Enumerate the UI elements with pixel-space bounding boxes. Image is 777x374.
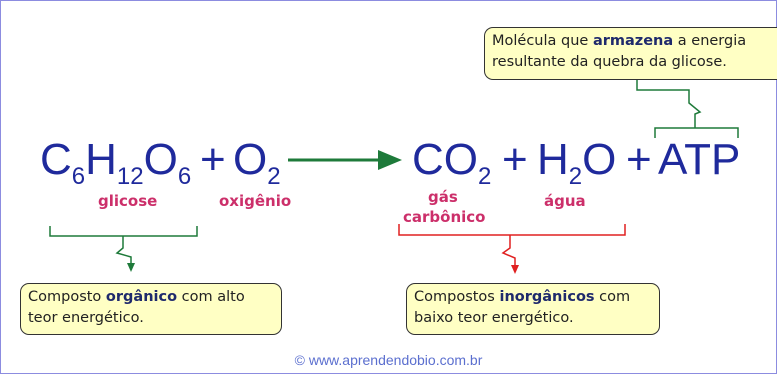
glucose-bracket	[49, 226, 198, 237]
organic-compound-box: Composto orgânico com alto teor energéti…	[20, 283, 282, 335]
atp-formula: ATP	[658, 135, 741, 184]
co2-label-line1: gás	[428, 188, 458, 206]
water-label: água	[544, 192, 586, 210]
atp-bracket	[654, 127, 739, 138]
plus-sign-2: +	[502, 135, 528, 184]
products-zigzag-arrow	[501, 235, 519, 274]
atp-zigzag-connector	[636, 80, 702, 128]
plus-sign-1: +	[200, 135, 226, 184]
co2-formula: CO2	[412, 135, 492, 191]
glucose-zigzag-arrow	[115, 236, 135, 272]
plus-sign-3: +	[626, 135, 652, 184]
inorganic-compounds-box: Compostos inorgânicos com baixo teor ene…	[406, 283, 660, 335]
glucose-formula: C6H12O6	[40, 135, 192, 191]
atp-description-box: Molécula que armazena a energia resultan…	[484, 27, 777, 80]
glucose-label: glicose	[98, 192, 158, 210]
co2-label-line2: carbônico	[403, 208, 486, 226]
oxygen-label: oxigênio	[219, 192, 292, 210]
website-credit: © www.aprendendobio.com.br	[294, 352, 483, 368]
reaction-arrow-head	[378, 150, 402, 170]
water-formula: H2O	[537, 135, 617, 191]
products-bracket	[398, 224, 626, 236]
oxygen-formula: O2	[233, 135, 281, 191]
